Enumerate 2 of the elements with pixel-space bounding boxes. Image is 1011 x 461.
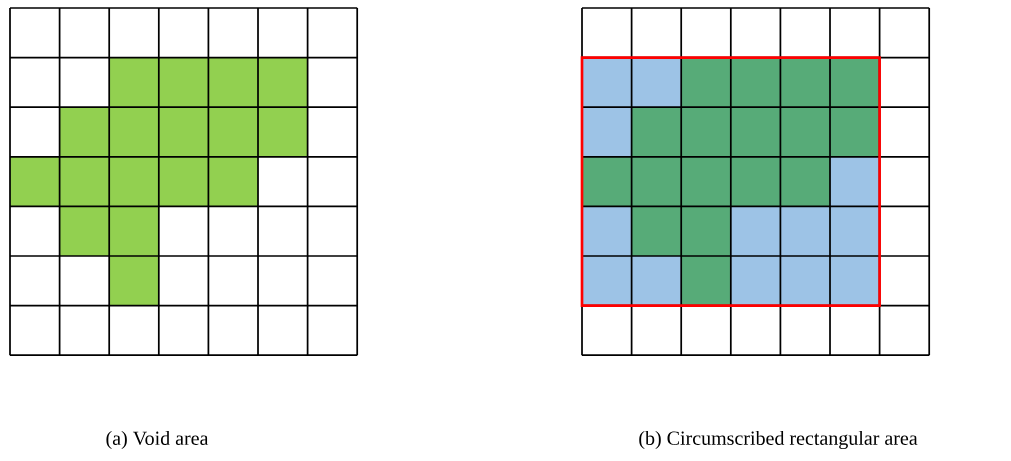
caption: (b) Circumscribed rectangular area — [639, 430, 918, 450]
caption: (a) Void area — [106, 430, 209, 450]
